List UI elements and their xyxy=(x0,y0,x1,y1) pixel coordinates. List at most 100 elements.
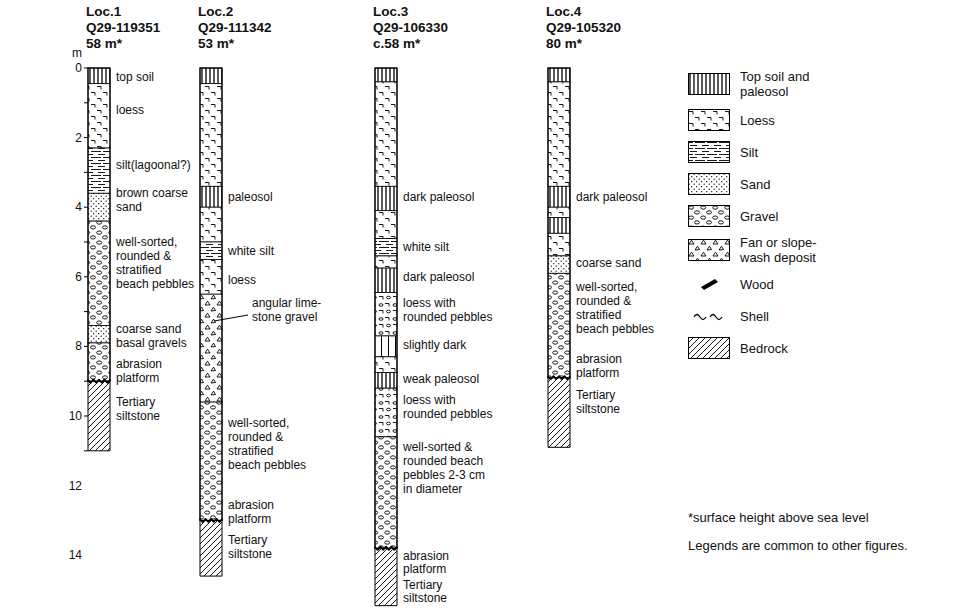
leader-line xyxy=(214,315,248,321)
footnote: *surface height above sea level xyxy=(688,510,869,525)
stratum xyxy=(375,268,397,292)
stratigraphic-column xyxy=(548,68,570,447)
legend-swatch xyxy=(688,141,730,163)
depth-label: 12 xyxy=(69,479,82,493)
location-header: Q29-119351 xyxy=(86,20,160,36)
stratigraphic-column xyxy=(88,68,110,451)
location-header: Q29-105320 xyxy=(546,20,621,36)
legend-label: Bedrock xyxy=(740,341,788,356)
legend-label: Fan or slope-wash deposit xyxy=(740,235,840,265)
layer-label: angular lime-stone gravel xyxy=(252,296,342,324)
legend-label: Gravel xyxy=(740,209,778,224)
stratum xyxy=(375,68,397,82)
layer-label: top soil xyxy=(116,70,154,84)
stratum xyxy=(88,68,110,84)
stratum xyxy=(200,207,222,242)
legend-label: Shell xyxy=(740,309,769,324)
layer-label: white silt xyxy=(403,240,449,254)
depth-label: 2 xyxy=(75,131,82,145)
depth-label: 6 xyxy=(75,270,82,284)
layer-label: silt(lagoonal?) xyxy=(116,158,191,172)
depth-tick xyxy=(84,381,88,382)
layer-label: Tertiary siltstone xyxy=(576,388,636,416)
stratum xyxy=(375,82,397,186)
stratum xyxy=(548,218,570,234)
layer-label: abrasion platform xyxy=(576,352,636,380)
location-header: c.58 m* xyxy=(373,36,420,52)
layer-label: Tertiary siltstone xyxy=(403,579,463,605)
legend-swatch xyxy=(688,273,730,295)
location-header: Loc.4 xyxy=(546,4,581,20)
location-header: Loc.2 xyxy=(198,4,233,20)
pattern-sample xyxy=(689,338,730,359)
pattern-sample xyxy=(689,142,730,163)
stratum xyxy=(375,292,397,336)
stratum xyxy=(548,82,570,186)
location-header: Q29-106330 xyxy=(373,20,448,36)
layer-label: well-sorted & rounded beach pebbles 2-3 … xyxy=(403,440,495,496)
layer-label: loess xyxy=(228,273,256,287)
stratum xyxy=(375,357,397,373)
depth-tick xyxy=(84,137,88,138)
stratum xyxy=(200,294,222,402)
location-header: Loc.1 xyxy=(86,4,121,20)
layer-label: brown coarse sand xyxy=(116,186,196,214)
location-header: 58 m* xyxy=(86,36,122,52)
stratum xyxy=(375,437,397,548)
depth-label: 0 xyxy=(75,61,82,75)
depth-tick xyxy=(84,207,88,208)
layer-label: paleosol xyxy=(228,190,273,204)
stratum xyxy=(88,148,110,193)
layer-label: well-sorted, rounded & stratified beach … xyxy=(116,235,196,291)
stratigraphic-column xyxy=(200,68,222,576)
location-header: Loc.3 xyxy=(373,4,408,20)
column-outline xyxy=(200,68,222,520)
depth-tick xyxy=(84,346,88,347)
stratum xyxy=(548,207,570,217)
stratum xyxy=(88,193,110,221)
depth-label: 4 xyxy=(75,200,82,214)
layer-label: Tertiary siltstone xyxy=(228,533,288,561)
stratum xyxy=(200,242,222,259)
layer-label: weak paleosol xyxy=(403,372,479,386)
pattern-sample xyxy=(689,110,730,131)
pattern-sample xyxy=(689,240,730,261)
pattern-sample xyxy=(689,174,730,195)
depth-tick xyxy=(84,416,88,417)
stratum xyxy=(375,388,397,437)
stratum xyxy=(375,186,397,210)
stratum xyxy=(375,336,397,357)
stratum xyxy=(548,233,570,256)
depth-label: 10 xyxy=(69,409,82,423)
stratum xyxy=(548,273,570,377)
legend-swatch xyxy=(688,337,730,359)
depth-label: 8 xyxy=(75,339,82,353)
layer-label: abrasion platform xyxy=(116,357,176,385)
stratum xyxy=(88,221,110,325)
bedrock-stratum xyxy=(375,547,397,606)
shell-symbol xyxy=(694,315,722,320)
pattern-sample xyxy=(689,74,730,95)
legend-swatch xyxy=(688,239,730,261)
stratum xyxy=(375,256,397,268)
stratum xyxy=(548,186,570,207)
legend-label: Wood xyxy=(740,277,774,292)
layer-label: loess with rounded pebbles xyxy=(403,296,498,324)
stratum xyxy=(200,68,222,84)
layer-label: dark paleosol xyxy=(403,270,474,284)
stratum xyxy=(88,343,110,381)
location-header: 53 m* xyxy=(198,36,234,52)
depth-tick xyxy=(84,311,88,312)
layer-label: dark paleosol xyxy=(576,190,647,204)
depth-label: 14 xyxy=(69,548,82,562)
stratum xyxy=(200,84,222,187)
stratigraphic-column xyxy=(375,68,397,606)
column-outline xyxy=(88,68,110,381)
layer-label: dark paleosol xyxy=(403,190,474,204)
legend-swatch xyxy=(688,109,730,131)
axis-unit: m xyxy=(72,46,82,60)
depth-tick xyxy=(84,276,88,277)
footnote: Legends are common to other figures. xyxy=(688,538,908,553)
stratum xyxy=(548,256,570,273)
